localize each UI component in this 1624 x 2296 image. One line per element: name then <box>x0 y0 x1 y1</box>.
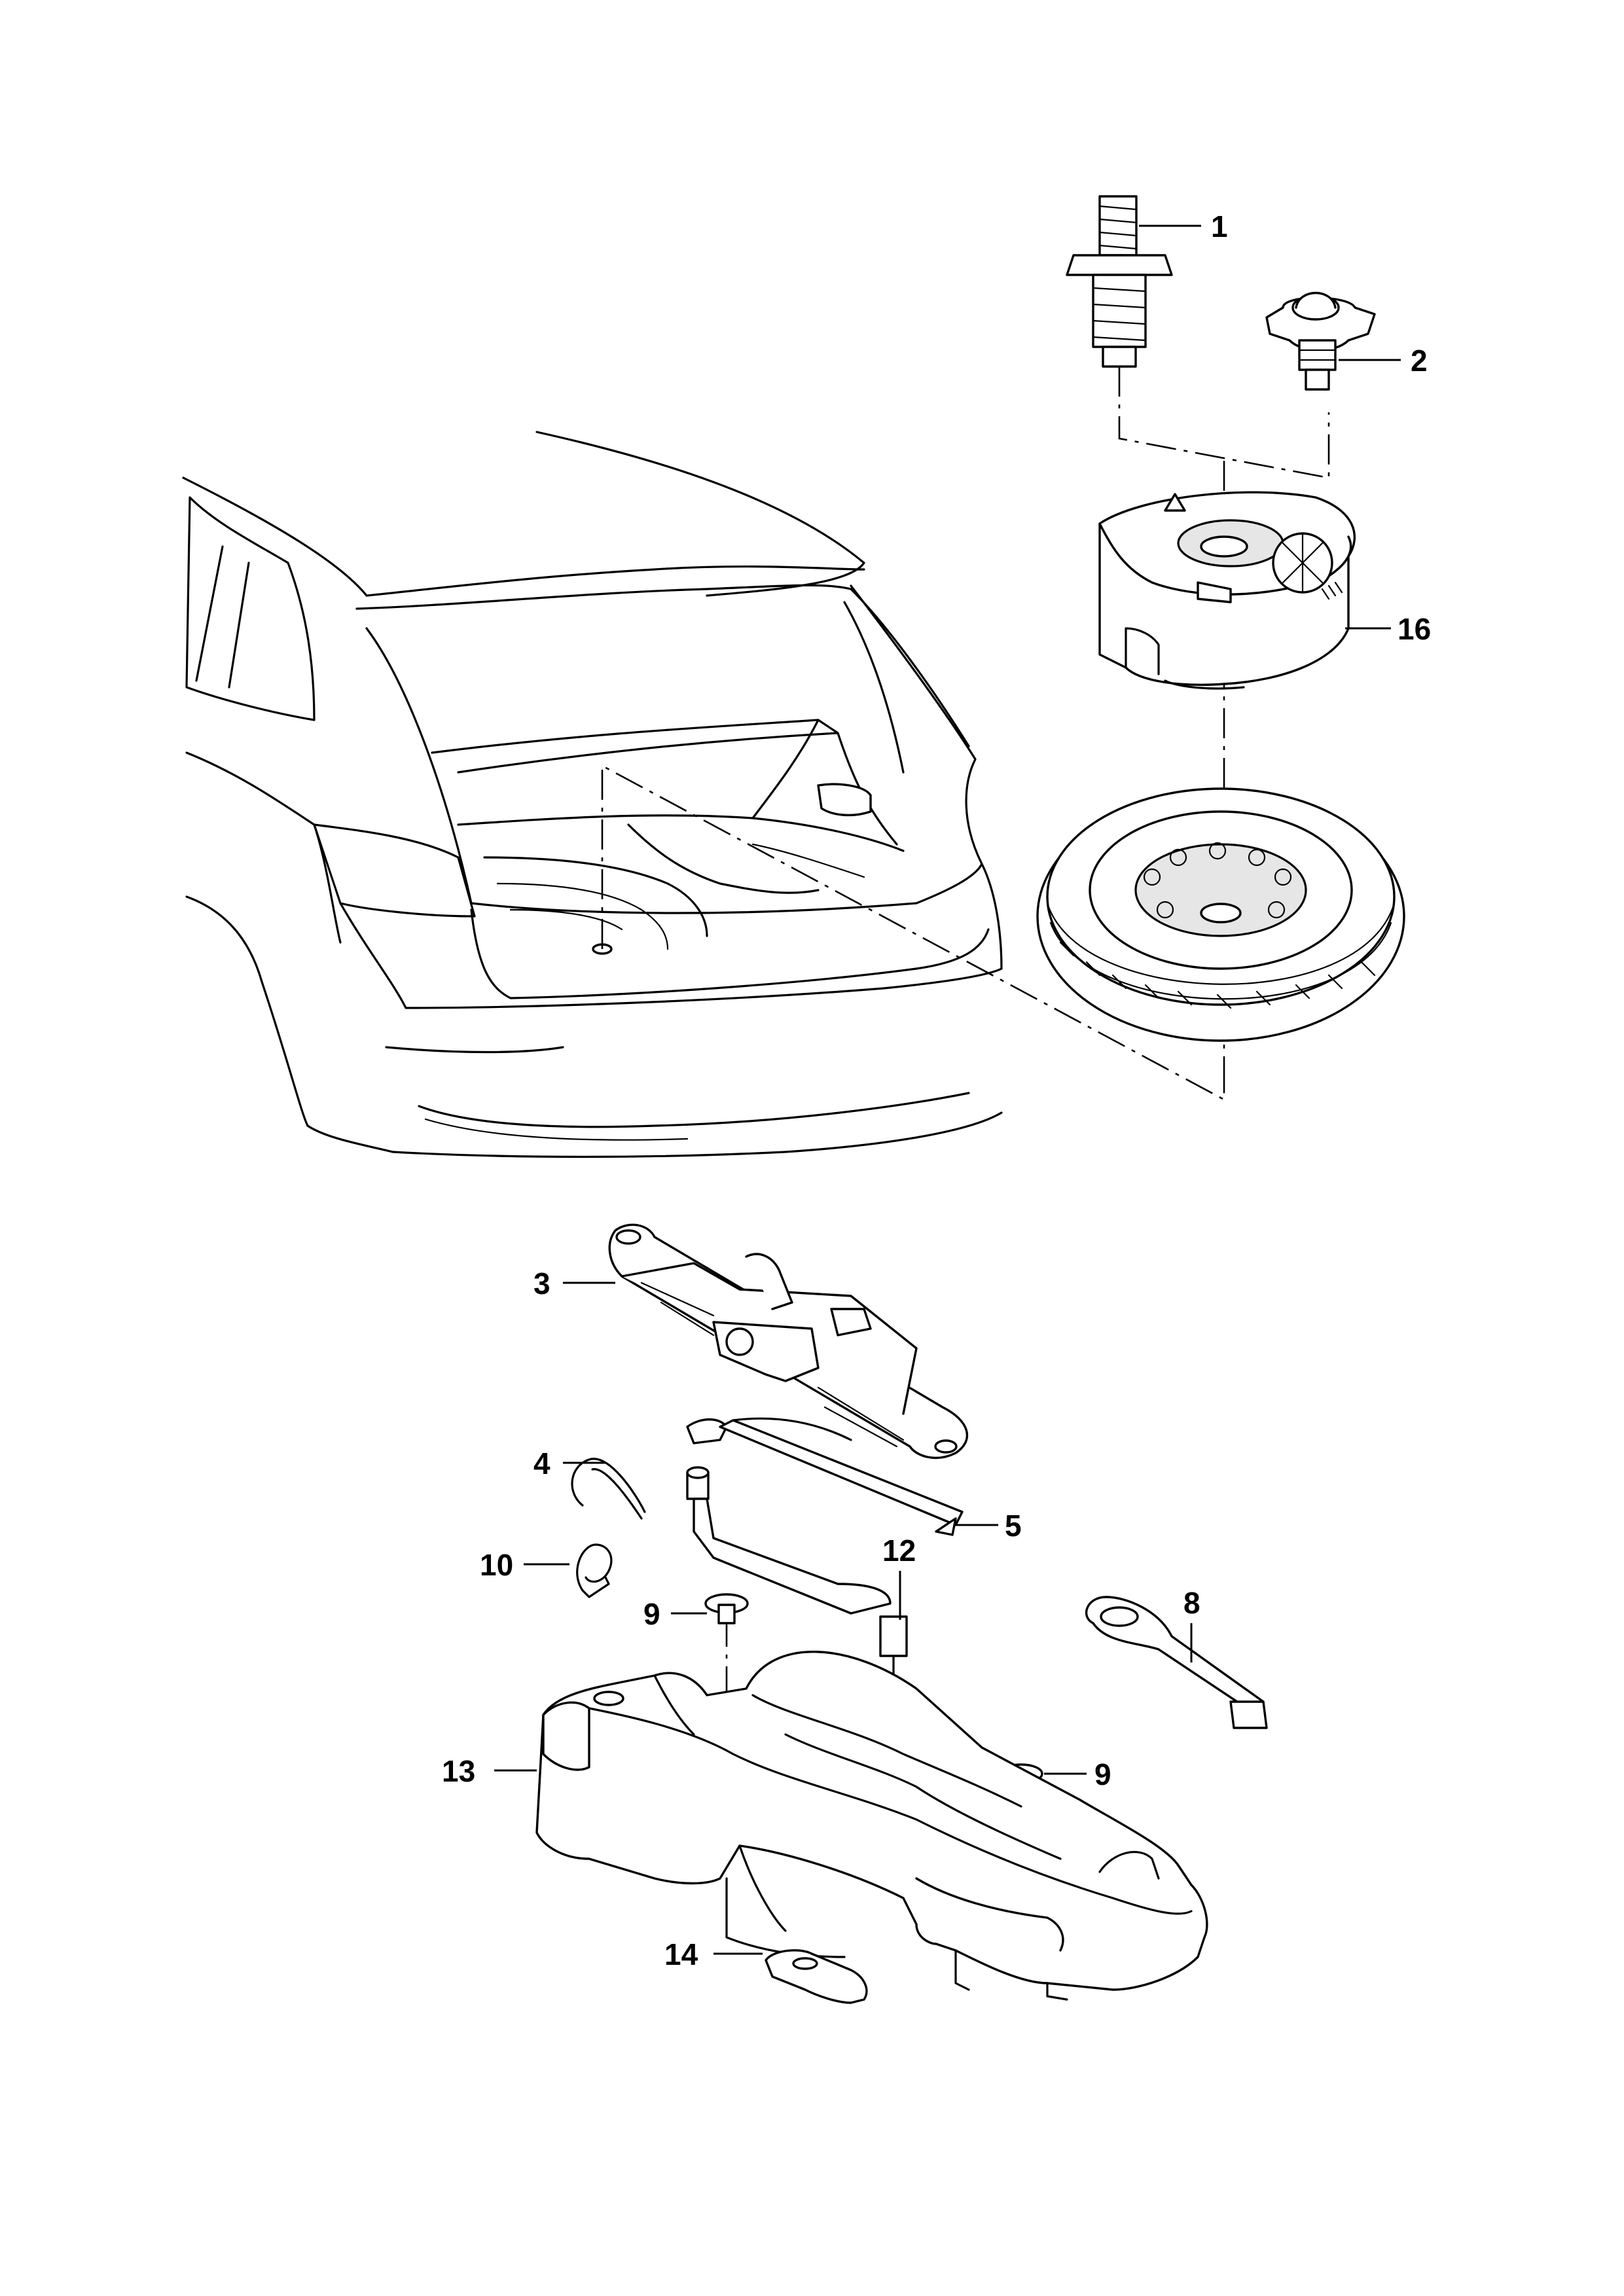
part-4-towing-hook-wire <box>571 1458 646 1520</box>
part-14-bracket <box>765 1949 868 2004</box>
callout-14: 14 <box>664 1937 698 1971</box>
callout-4: 4 <box>533 1446 550 1480</box>
callout-9-lower: 9 <box>1094 1757 1111 1791</box>
part-5-wheel-brace <box>686 1417 964 1536</box>
part-2-retaining-knob <box>1265 291 1376 391</box>
part-3-scissor-jack <box>608 1223 969 1459</box>
callout-leader-lines <box>494 224 1401 1955</box>
callout-2: 2 <box>1411 344 1428 378</box>
callout-13: 13 <box>442 1754 475 1788</box>
callout-16: 16 <box>1398 612 1431 646</box>
callout-5: 5 <box>1005 1509 1022 1543</box>
callout-12: 12 <box>882 1534 916 1568</box>
callout-10: 10 <box>480 1548 513 1582</box>
jack-crank-handle <box>686 1466 892 1615</box>
part-13-foam-tool-holder <box>535 1651 1208 2001</box>
part-16-tool-tray-insert <box>1098 491 1356 690</box>
callout-8: 8 <box>1183 1586 1200 1620</box>
spare-wheel-tire <box>1036 787 1405 1042</box>
part-8-towing-eye <box>1085 1596 1268 1729</box>
part-1-threaded-stud <box>1066 195 1173 368</box>
vehicle-rear-trunk-drawing <box>182 431 1003 1158</box>
callout-3: 3 <box>533 1266 550 1300</box>
part-9-rivet-upper <box>704 1593 749 1624</box>
callout-9-upper: 9 <box>643 1597 660 1631</box>
callout-1: 1 <box>1211 209 1228 243</box>
part-10-clip <box>576 1543 613 1598</box>
callout-labels: 1 2 16 3 4 5 10 12 9 8 9 13 14 <box>442 209 1431 1971</box>
